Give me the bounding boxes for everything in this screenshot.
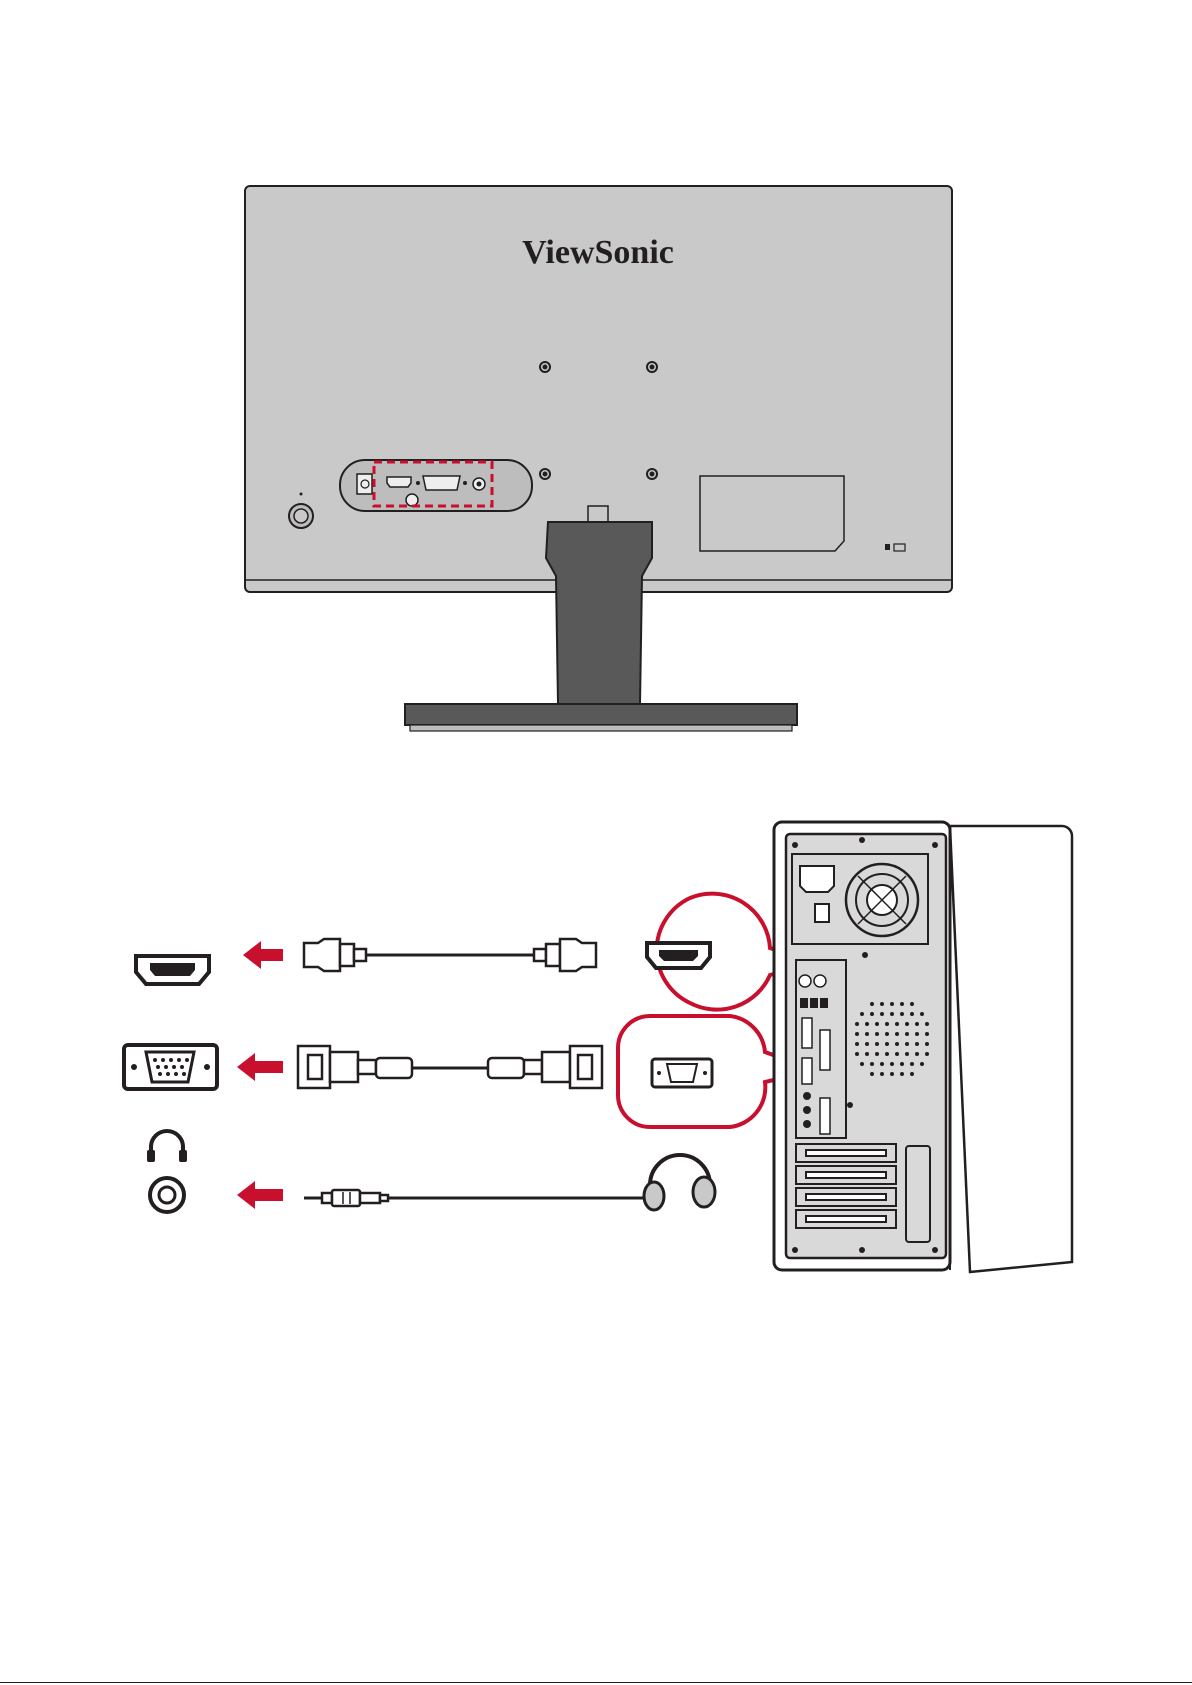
brand-logo: ViewSonic [522,234,674,271]
arrow-vga [237,1053,283,1081]
hdmi-cable [304,939,596,971]
vga-port-icon [124,1045,217,1089]
pc-tower [774,822,1072,1272]
headphones-icon [644,1155,715,1210]
vga-cable [298,1046,602,1088]
io-panel [340,460,532,511]
hdmi-port-icon [136,956,209,984]
headphone-jack-icon [147,1131,187,1212]
footer-rule [0,1682,1192,1683]
arrow-hdmi [243,941,283,969]
arrows [237,941,283,1209]
arrow-audio [237,1181,283,1209]
audio-cable [304,1190,646,1206]
vent-grille [852,994,940,1082]
expansion-slots [796,1144,930,1242]
label-plate [700,476,844,551]
